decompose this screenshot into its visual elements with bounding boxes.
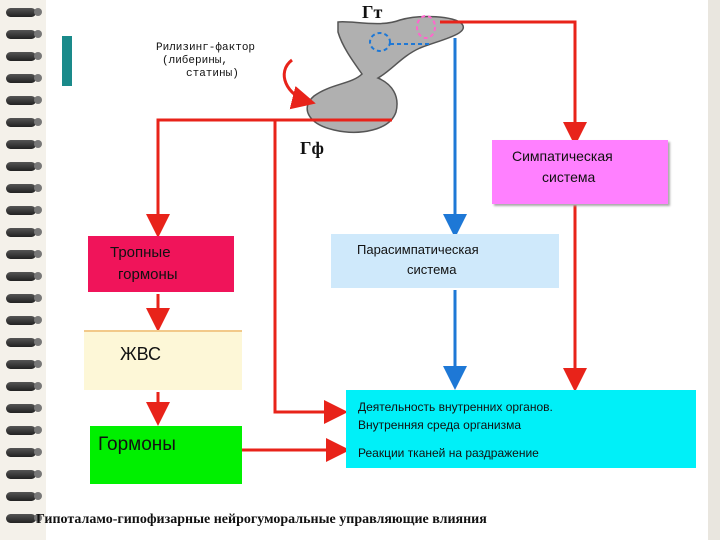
releasing-factor-line2: (либерины, [162, 55, 229, 67]
notebook-binding [0, 0, 46, 540]
binding-ring [6, 338, 36, 347]
binding-hole [34, 338, 42, 346]
binding-hole [34, 228, 42, 236]
binding-ring [6, 206, 36, 215]
diagram-caption: Гипоталамо-гипофизарные нейрогуморальные… [36, 512, 487, 527]
binding-hole [34, 140, 42, 148]
parasympathetic-system-box: Парасимпатическая система [331, 234, 559, 288]
hormones-label: Гормоны [98, 434, 176, 455]
gf-to-tropic-line [146, 118, 392, 238]
binding-hole [34, 96, 42, 104]
sympathetic-line [440, 20, 587, 146]
organs-line1: Деятельность внутренних органов. [358, 400, 553, 414]
internal-organs-box: Деятельность внутренних органов. Внутрен… [346, 390, 696, 468]
binding-ring [6, 382, 36, 391]
organs-line3: Реакции тканей на раздражение [358, 446, 539, 460]
binding-ring [6, 470, 36, 479]
tropic-line1: Тропные [110, 244, 171, 261]
binding-hole [34, 382, 42, 390]
binding-ring [6, 140, 36, 149]
binding-ring [6, 404, 36, 413]
binding-ring [6, 52, 36, 61]
binding-hole [34, 316, 42, 324]
neuron-pink-circle [416, 15, 436, 39]
binding-hole [34, 118, 42, 126]
binding-hole [34, 162, 42, 170]
binding-hole [34, 250, 42, 258]
binding-ring [6, 250, 36, 259]
binding-hole [34, 448, 42, 456]
binding-ring [6, 492, 36, 501]
gf-to-organs-line [273, 120, 348, 424]
zhvs-box: ЖВС [84, 330, 242, 390]
binding-ring [6, 96, 36, 105]
page-edge [708, 0, 720, 540]
binding-hole [34, 360, 42, 368]
binding-hole [34, 8, 42, 16]
parasympathetic-line1: Парасимпатическая [357, 242, 479, 257]
binding-hole [34, 74, 42, 82]
parasympathetic-line2: система [407, 262, 457, 277]
binding-hole [34, 404, 42, 412]
binding-hole [34, 294, 42, 302]
title-fragment [62, 36, 72, 86]
binding-ring [6, 294, 36, 303]
tropic-line2: гормоны [118, 266, 178, 283]
binding-ring [6, 448, 36, 457]
organs-line2: Внутренняя среда организма [358, 418, 522, 432]
binding-ring [6, 228, 36, 237]
releasing-factor-line3: статины) [186, 68, 239, 80]
releasing-factor-line1: Рилизинг-фактор [156, 42, 256, 54]
hormones-box: Гормоны [90, 426, 242, 484]
binding-hole [34, 492, 42, 500]
binding-hole [34, 30, 42, 38]
sympathetic-line1: Симпатическая [512, 148, 613, 164]
releasing-factor-arrow [282, 58, 316, 110]
binding-hole [34, 52, 42, 60]
binding-ring [6, 514, 36, 523]
gf-label: Гф [300, 138, 324, 158]
sympathetic-line2: система [542, 169, 596, 185]
binding-ring [6, 74, 36, 83]
binding-hole [34, 470, 42, 478]
zhvs-label: ЖВС [120, 344, 162, 364]
binding-ring [6, 162, 36, 171]
binding-hole [34, 426, 42, 434]
binding-ring [6, 8, 36, 17]
sympathetic-system-box: Симпатическая система [492, 140, 668, 204]
binding-hole [34, 514, 42, 522]
binding-hole [34, 206, 42, 214]
binding-ring [6, 118, 36, 127]
binding-ring [6, 360, 36, 369]
gt-label: Гт [362, 2, 383, 22]
binding-ring [6, 184, 36, 193]
neuron-blue-circle [369, 32, 391, 52]
binding-ring [6, 30, 36, 39]
binding-hole [34, 272, 42, 280]
binding-ring [6, 272, 36, 281]
binding-ring [6, 426, 36, 435]
binding-ring [6, 316, 36, 325]
binding-hole [34, 184, 42, 192]
tropic-hormones-box: Тропные гормоны [88, 236, 234, 292]
